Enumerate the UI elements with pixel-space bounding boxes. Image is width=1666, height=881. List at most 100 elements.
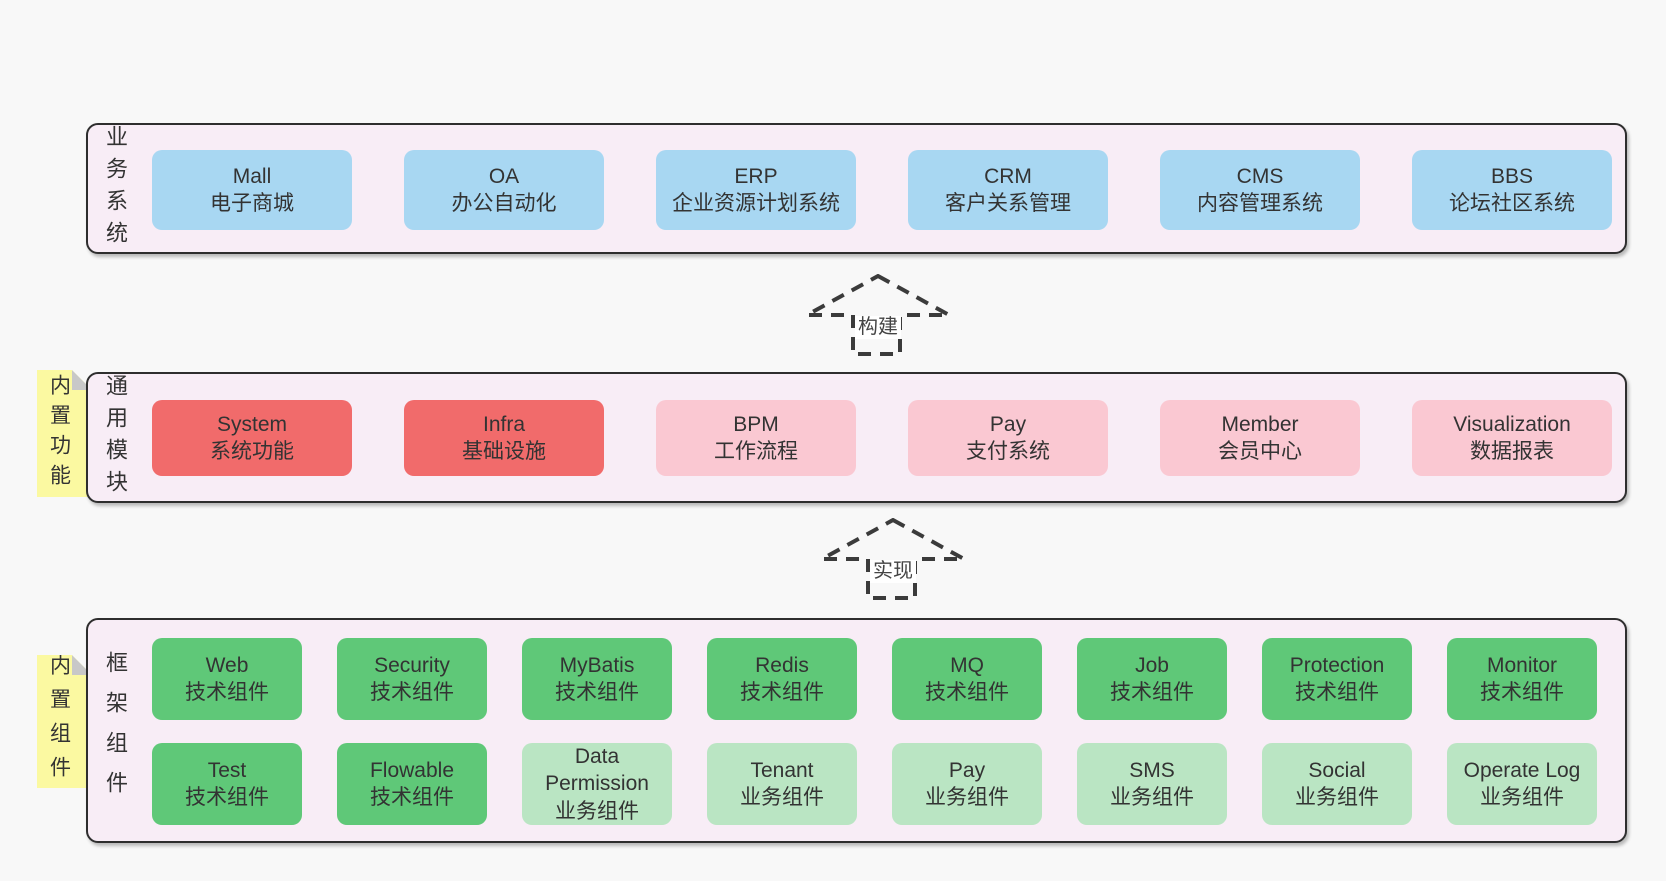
- box-crm: CRM 客户关系管理: [908, 150, 1108, 230]
- section-label-business-systems: 业务系统: [103, 124, 128, 253]
- box-web: Web 技术组件: [152, 638, 302, 720]
- box-title: Redis: [755, 653, 809, 677]
- box-operate-log: Operate Log 业务组件: [1447, 743, 1597, 825]
- box-tenant: Tenant 业务组件: [707, 743, 857, 825]
- box-title: System: [216, 412, 287, 436]
- box-subtitle: 技术组件: [370, 786, 454, 809]
- sticky-note-builtin-components: 内置组件: [37, 655, 92, 788]
- box-title: BBS: [1490, 164, 1534, 188]
- box-subtitle: 技术组件: [1110, 681, 1194, 704]
- box-subtitle: 系统功能: [210, 440, 294, 463]
- box-title: Visualization: [1453, 412, 1571, 436]
- box-subtitle: 支付系统: [966, 440, 1050, 463]
- box-title: CMS: [1236, 164, 1284, 188]
- box-social: Social 业务组件: [1262, 743, 1412, 825]
- sticky-note-label: 内置功能: [47, 373, 71, 494]
- box-title: Infra: [482, 412, 526, 436]
- sticky-note-builtin-features: 内置功能: [37, 370, 92, 497]
- box-title: Member: [1221, 412, 1299, 436]
- box-security: Security 技术组件: [337, 638, 487, 720]
- box-member: Member 会员中心: [1160, 400, 1360, 476]
- box-subtitle: 技术组件: [555, 681, 639, 704]
- box-redis: Redis 技术组件: [707, 638, 857, 720]
- box-subtitle: 技术组件: [370, 681, 454, 704]
- box-visualization: Visualization 数据报表: [1412, 400, 1612, 476]
- box-job: Job 技术组件: [1077, 638, 1227, 720]
- box-title: Pay: [989, 412, 1027, 436]
- common-modules-grid: System 系统功能 Infra 基础设施 BPM 工作流程 Pay 支付系统 Member 会…: [152, 400, 1612, 476]
- box-subtitle: 技术组件: [185, 786, 269, 809]
- box-title: Data Permission: [545, 745, 649, 796]
- box-title: Social: [1308, 758, 1366, 782]
- build-arrow: 构建: [805, 274, 951, 356]
- box-title: Operate Log: [1463, 758, 1581, 782]
- box-flowable: Flowable 技术组件: [337, 743, 487, 825]
- box-subtitle: 数据报表: [1470, 440, 1554, 463]
- box-subtitle: 会员中心: [1218, 440, 1302, 463]
- up-arrow-icon: [821, 518, 965, 600]
- box-subtitle: 技术组件: [740, 681, 824, 704]
- box-subtitle: 内容管理系统: [1197, 192, 1323, 215]
- sticky-note-label: 内置组件: [47, 653, 71, 790]
- box-pay: Pay 支付系统: [908, 400, 1108, 476]
- panel-business-systems: 业务系统 Mall 电子商城 OA 办公自动化 ERP 企业资源计划系统 CRM 客户关系管理…: [86, 123, 1627, 254]
- box-subtitle: 办公自动化: [451, 192, 557, 215]
- box-title: BPM: [733, 412, 779, 436]
- box-pay: Pay 业务组件: [892, 743, 1042, 825]
- box-title: Monitor: [1486, 653, 1558, 677]
- box-mall: Mall 电子商城: [152, 150, 352, 230]
- box-subtitle: 工作流程: [714, 440, 798, 463]
- box-subtitle: 电子商城: [210, 192, 294, 215]
- implement-arrow: 实现: [820, 518, 966, 600]
- box-subtitle: 业务组件: [1295, 786, 1379, 809]
- box-subtitle: 客户关系管理: [945, 192, 1071, 215]
- box-subtitle: 技术组件: [925, 681, 1009, 704]
- box-subtitle: 技术组件: [1480, 681, 1564, 704]
- box-title: Protection: [1289, 653, 1385, 677]
- box-title: Flowable: [369, 758, 455, 782]
- section-label-framework-components: 框架组件: [103, 650, 128, 811]
- box-test: Test 技术组件: [152, 743, 302, 825]
- arrow-label-build: 构建: [855, 316, 901, 339]
- box-subtitle: 基础设施: [462, 440, 546, 463]
- box-title: OA: [488, 164, 520, 188]
- box-oa: OA 办公自动化: [404, 150, 604, 230]
- box-subtitle: 业务组件: [740, 786, 824, 809]
- box-title: CRM: [984, 164, 1032, 188]
- box-title: Web: [205, 653, 249, 677]
- business-systems-grid: Mall 电子商城 OA 办公自动化 ERP 企业资源计划系统 CRM 客户关系管理 CMS 内容…: [152, 150, 1612, 230]
- box-title: Tenant: [750, 758, 814, 782]
- box-title: Security: [374, 653, 450, 677]
- box-subtitle: 业务组件: [1110, 786, 1194, 809]
- box-title: MQ: [950, 653, 984, 677]
- box-data-permission: Data Permission 业务组件: [522, 743, 672, 825]
- box-monitor: Monitor 技术组件: [1447, 638, 1597, 720]
- box-subtitle: 业务组件: [925, 786, 1009, 809]
- box-title: ERP: [734, 164, 778, 188]
- box-title: Pay: [948, 758, 986, 782]
- box-erp: ERP 企业资源计划系统: [656, 150, 856, 230]
- box-title: Mall: [232, 164, 272, 188]
- box-subtitle: 企业资源计划系统: [672, 192, 840, 215]
- box-subtitle: 业务组件: [1480, 786, 1564, 809]
- arrow-label-implement: 实现: [870, 560, 916, 583]
- box-title: Test: [207, 758, 247, 782]
- box-title: Job: [1135, 653, 1169, 677]
- box-subtitle: 业务组件: [555, 799, 639, 823]
- box-system: System 系统功能: [152, 400, 352, 476]
- box-infra: Infra 基础设施: [404, 400, 604, 476]
- box-subtitle: 技术组件: [185, 681, 269, 704]
- up-arrow-icon: [806, 274, 950, 356]
- box-bbs: BBS 论坛社区系统: [1412, 150, 1612, 230]
- box-mybatis: MyBatis 技术组件: [522, 638, 672, 720]
- box-cms: CMS 内容管理系统: [1160, 150, 1360, 230]
- box-subtitle: 论坛社区系统: [1449, 192, 1575, 215]
- box-title: MyBatis: [559, 653, 635, 677]
